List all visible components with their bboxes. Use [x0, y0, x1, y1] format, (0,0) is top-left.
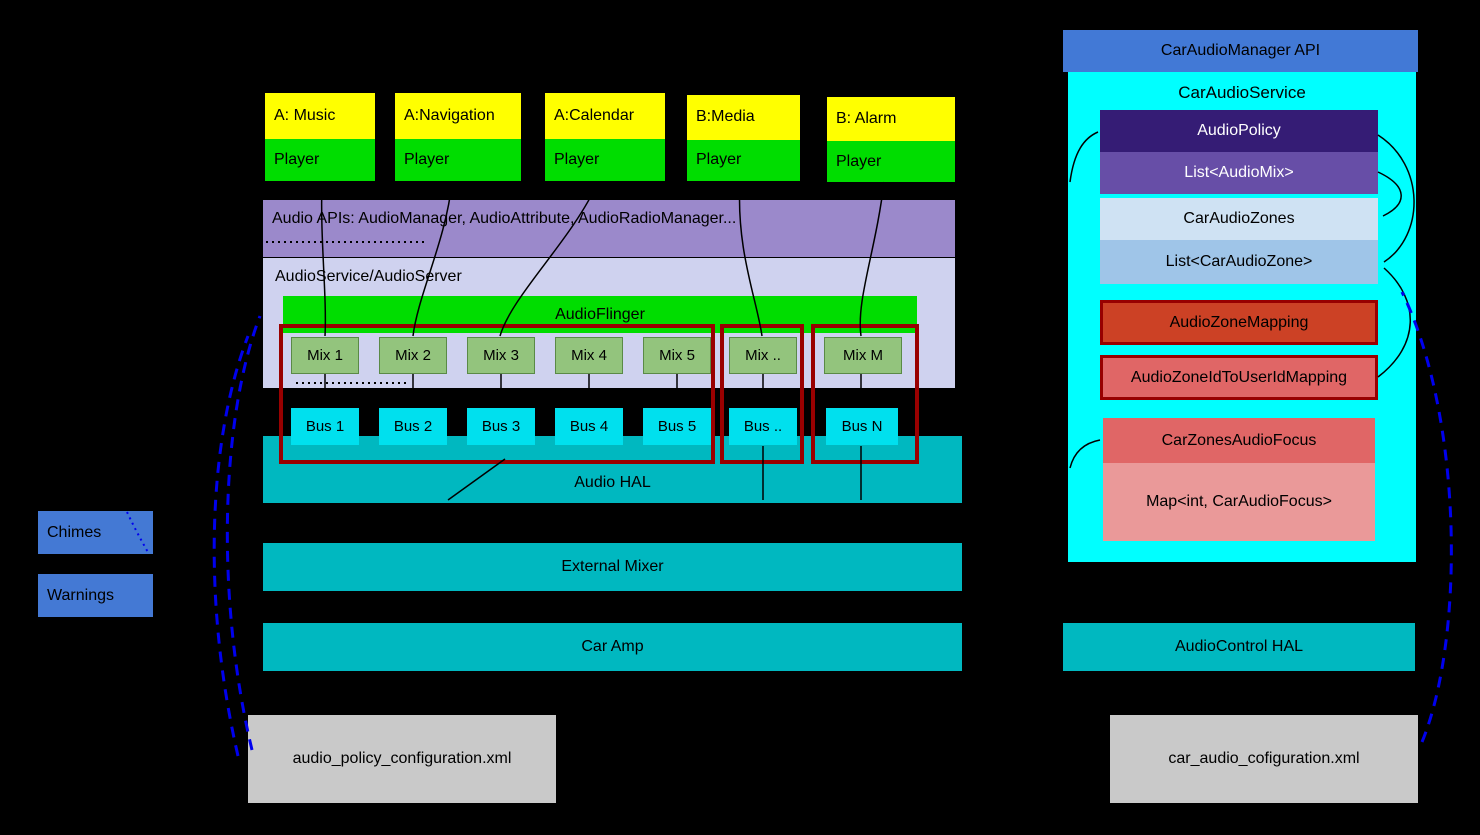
app-player-label: Player: [827, 141, 955, 182]
bus-box-1: Bus 1: [291, 408, 359, 445]
audioservice-label: AudioService/AudioServer: [275, 268, 462, 285]
carzonesaudiofocus-box: CarZonesAudioFocus: [1103, 418, 1375, 463]
mix-box-1: Mix 1: [291, 337, 359, 374]
app-player-label: Player: [545, 138, 665, 181]
audiozonemapping-box: AudioZoneMapping: [1100, 300, 1378, 345]
caraudioservice-label: CarAudioService: [1178, 83, 1306, 102]
audio-hal-bar: Audio HAL: [263, 436, 962, 503]
list-audiomix-box: List<AudioMix>: [1100, 152, 1378, 194]
car-amp-bar: Car Amp: [263, 623, 962, 671]
mix-box-3: Mix 3: [467, 337, 535, 374]
mix-box-2: Mix 2: [379, 337, 447, 374]
bus-box-n: Bus N: [826, 408, 898, 445]
app-name: A: Music: [265, 93, 375, 139]
list-caraudiozone-box: List<CarAudioZone>: [1100, 240, 1378, 284]
audio-apis-bar: Audio APIs: AudioManager, AudioAttribute…: [263, 200, 955, 257]
audioflinger-bar: AudioFlinger: [283, 296, 917, 333]
audiocontrol-hal-bar: AudioControl HAL: [1063, 623, 1415, 671]
app-name: B:Media: [687, 95, 800, 140]
mix-box-m: Mix M: [824, 337, 902, 374]
mix-box-4: Mix 4: [555, 337, 623, 374]
caraudiozones-box: CarAudioZones: [1100, 198, 1378, 240]
bus-box-2: Bus 2: [379, 408, 447, 445]
audio-hal-label: Audio HAL: [574, 474, 651, 491]
bus-box-4: Bus 4: [555, 408, 623, 445]
bus-box-5: Bus 5: [643, 408, 711, 445]
app-card-music: A: Music Player: [265, 93, 375, 181]
app-card-calendar: A:Calendar Player: [545, 93, 665, 181]
caraudiomanager-api-header: CarAudioManager API: [1063, 30, 1418, 72]
app-player-label: Player: [395, 138, 521, 181]
audiozoneid-to-userid-mapping-box: AudioZoneIdToUserIdMapping: [1100, 355, 1378, 400]
car-audio-configuration-file: car_audio_cofiguration.xml: [1110, 715, 1418, 803]
app-player-label: Player: [687, 139, 800, 181]
audio-policy-configuration-file: audio_policy_configuration.xml: [248, 715, 556, 803]
bus-box-3: Bus 3: [467, 408, 535, 445]
mix-box-dots: Mix ..: [729, 337, 797, 374]
bus-box-dots: Bus ..: [729, 408, 797, 445]
app-card-navigation: A:Navigation Player: [395, 93, 521, 181]
chimes-box: Chimes: [38, 511, 153, 554]
audiopolicy-box: AudioPolicy: [1100, 110, 1378, 152]
external-mixer-bar: External Mixer: [263, 543, 962, 591]
warnings-box: Warnings: [38, 574, 153, 617]
app-name: A:Navigation: [395, 93, 521, 139]
app-name: A:Calendar: [545, 93, 665, 139]
map-caraudiofocus-box: Map<int, CarAudioFocus>: [1103, 463, 1375, 541]
mix-box-5: Mix 5: [643, 337, 711, 374]
app-name: B: Alarm: [827, 97, 955, 142]
app-card-alarm: B: Alarm Player: [827, 97, 955, 182]
app-card-media: B:Media Player: [687, 95, 800, 181]
app-player-label: Player: [265, 138, 375, 181]
